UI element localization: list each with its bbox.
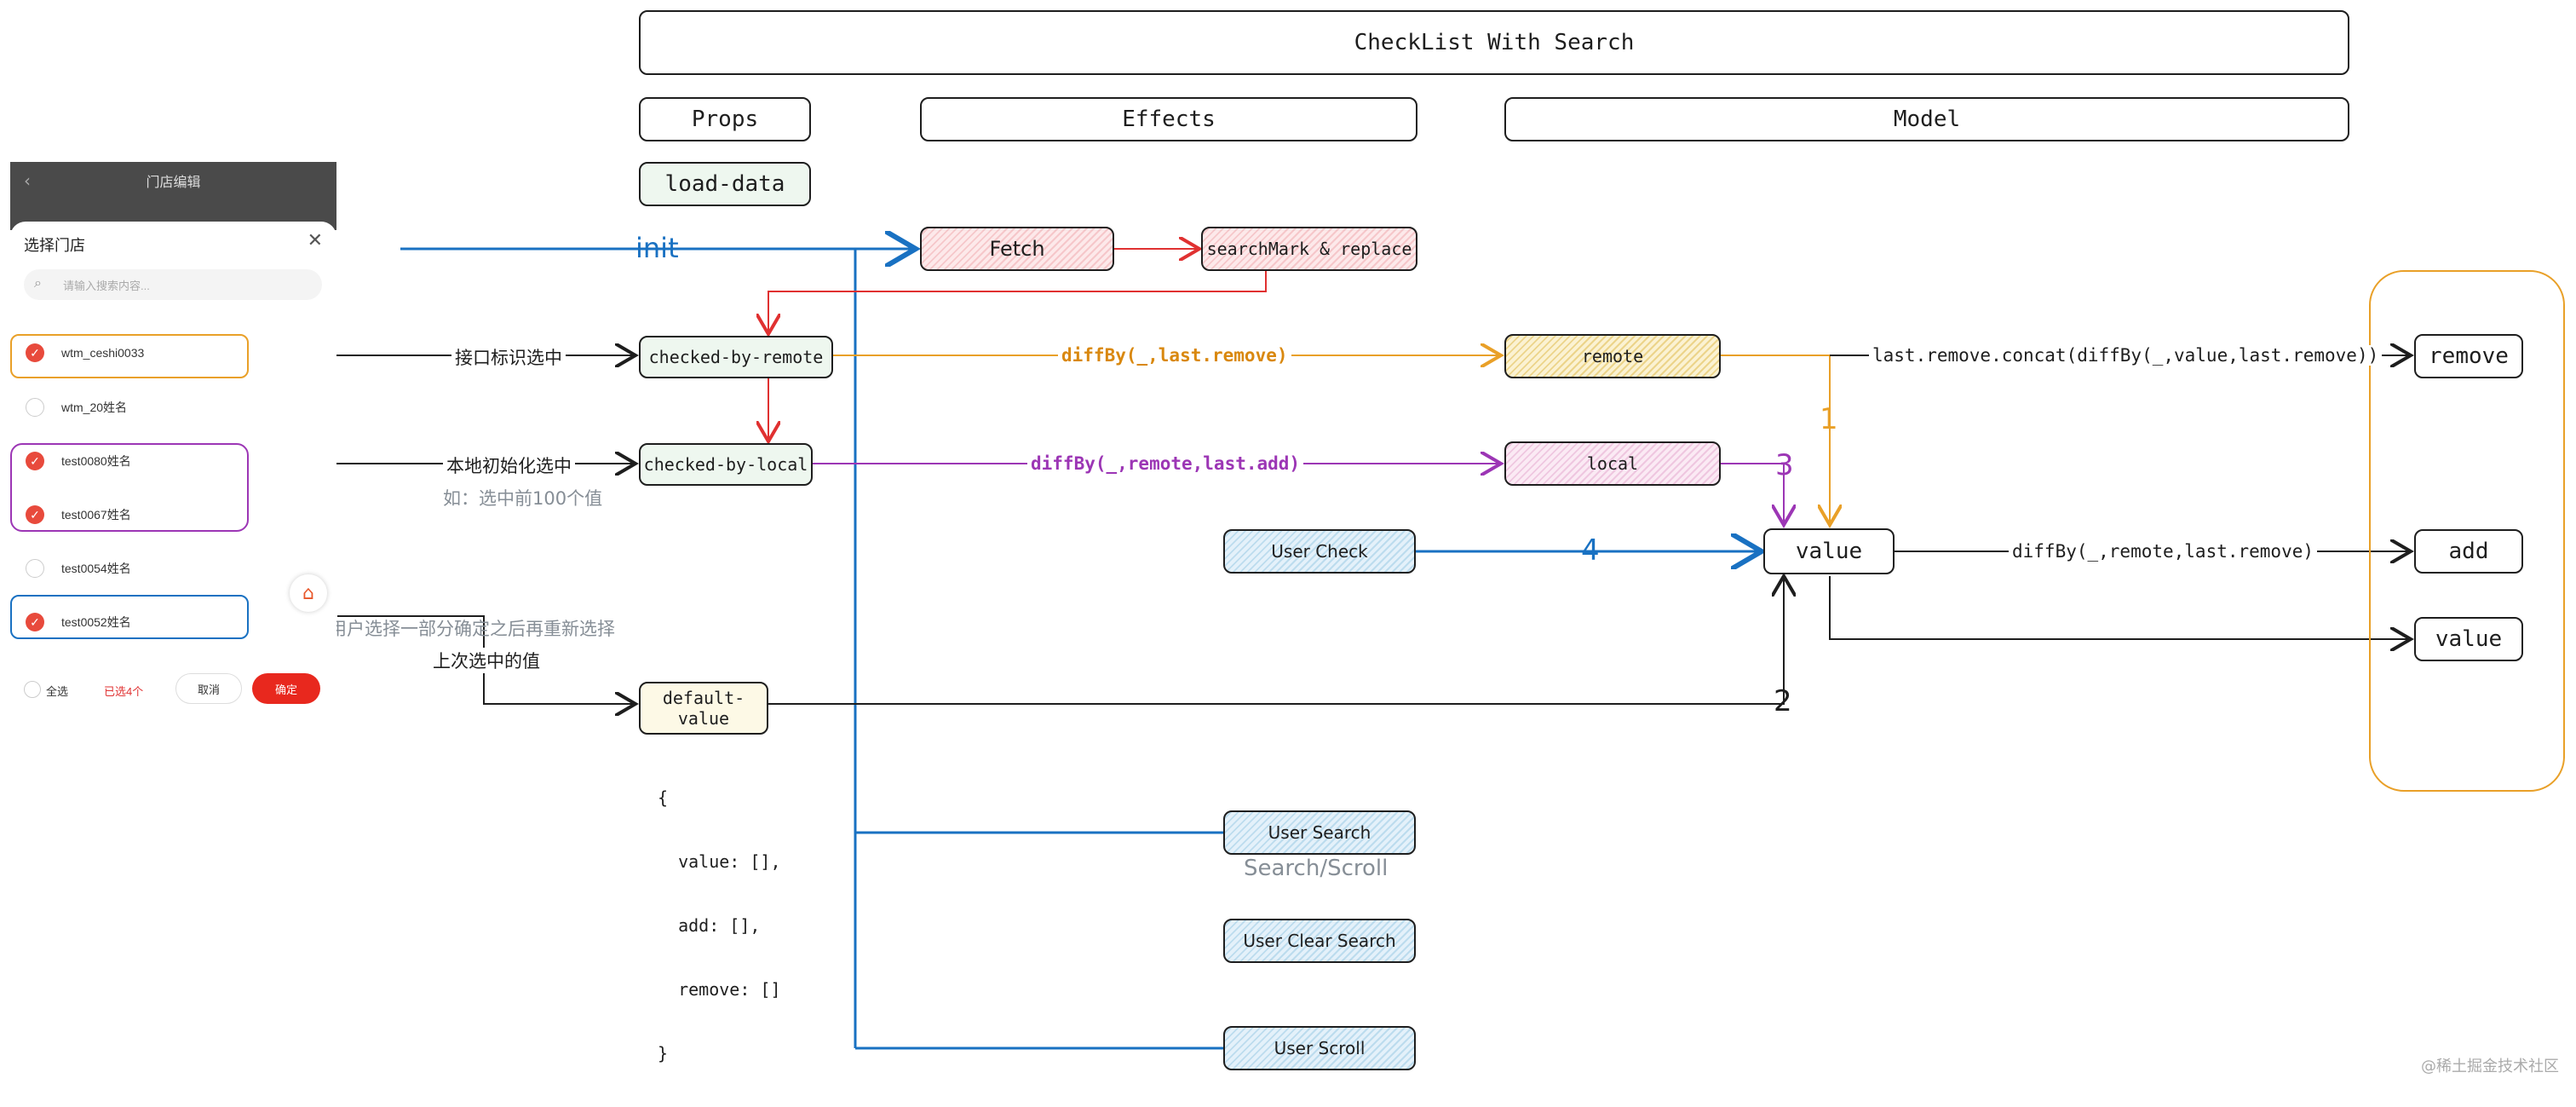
diff-add-label: diffBy(_,remote,last.remove) (2009, 541, 2318, 562)
search-mark-replace-node: searchMark & replace (1201, 227, 1417, 271)
checkbox-unchecked-icon[interactable] (26, 559, 44, 578)
checkbox-unchecked-icon[interactable] (26, 398, 44, 417)
checkbox-checked-icon[interactable]: ✓ (26, 613, 44, 631)
search-icon: ⌕ (34, 274, 42, 291)
remove-concat-label: last.remove.concat(diffBy(_,value,last.r… (1869, 345, 2383, 366)
default-value-node: default- value (639, 682, 768, 735)
list-item[interactable]: ✓ test0080姓名 (10, 440, 249, 482)
props-header: Props (639, 97, 811, 141)
search-scroll-label: Search/Scroll (1244, 856, 1389, 881)
step-3-marker: 3 (1775, 448, 1794, 482)
list-item-label: wtm_20姓名 (61, 401, 128, 414)
default-to-value-arrow (768, 576, 1784, 705)
mockup-header-title: 门店编辑 (146, 176, 201, 190)
output-remove: remove (2414, 334, 2523, 378)
back-icon[interactable]: ‹ (24, 170, 31, 191)
model-header: Model (1504, 97, 2349, 141)
user-scroll-node: User Scroll (1223, 1026, 1416, 1070)
checkbox-checked-icon[interactable]: ✓ (26, 343, 44, 362)
list-item[interactable]: test0054姓名 (10, 547, 249, 590)
api-mark-label: 接口标识选中 (451, 344, 566, 370)
list-item-label: test0067姓名 (61, 508, 131, 522)
mockup-header: ‹ 门店编辑 (10, 162, 336, 230)
user-clear-search-node: User Clear Search (1223, 919, 1416, 963)
store-picker-mockup: ‹ 门店编辑 选择门店 ✕ ⌕ 请输入搜索内容... (10, 162, 336, 724)
list-item[interactable]: ✓ test0052姓名 (10, 601, 249, 643)
close-icon[interactable]: ✕ (307, 230, 323, 251)
selected-count: 已选4个 (104, 685, 144, 698)
search-to-remote-arrow (768, 271, 1267, 334)
last-selected-label: 上次选中的值 (429, 648, 543, 673)
user-check-node: User Check (1223, 529, 1416, 574)
search-input[interactable]: ⌕ 请输入搜索内容... (24, 269, 322, 300)
local-to-value-arrow (1721, 463, 1784, 525)
value-out-arrow (1829, 576, 2411, 639)
code-line: { (658, 787, 669, 808)
mockup-sheet: 选择门店 ✕ ⌕ 请输入搜索内容... (10, 222, 336, 724)
select-all-checkbox[interactable] (24, 681, 41, 698)
effects-header: Effects (920, 97, 1417, 141)
local-node: local (1504, 441, 1721, 486)
confirm-button[interactable]: 确定 (252, 673, 320, 704)
local-init-example: 如：选中前100个值 (443, 488, 603, 509)
home-icon[interactable]: ⌂ (290, 574, 327, 612)
checkbox-checked-icon[interactable]: ✓ (26, 452, 44, 470)
list-item[interactable]: ✓ wtm_ceshi0033 (10, 332, 249, 374)
cancel-button[interactable]: 取消 (175, 673, 242, 704)
list-item-label: test0052姓名 (61, 615, 131, 629)
checked-by-local-node: checked-by-local (639, 443, 813, 486)
code-line: value: [], (658, 851, 781, 872)
remote-node: remote (1504, 334, 1721, 378)
select-all-label: 全选 (46, 685, 69, 698)
diff-remote-label: diffBy(_,last.remove) (1058, 345, 1291, 366)
last-group-outline (10, 595, 249, 639)
value-node: value (1763, 528, 1895, 574)
user-search-node: User Search (1223, 810, 1416, 855)
default-value-code: { value: [], add: [], remove: [] } (658, 745, 781, 1107)
list-item-label: test0054姓名 (61, 562, 131, 575)
local-init-label: 本地初始化选中 (443, 453, 575, 478)
step-1-marker: 1 (1820, 402, 1838, 436)
list-item[interactable]: ✓ test0067姓名 (10, 493, 249, 536)
user-partial-label: 如：用户选择一部分确定之后再重新选择 (293, 619, 615, 639)
checkbox-checked-icon[interactable]: ✓ (26, 505, 44, 524)
step-2-marker: 2 (1774, 684, 1792, 718)
local-group-outline (10, 443, 249, 532)
output-value: value (2414, 617, 2523, 661)
code-line: add: [], (658, 915, 761, 936)
load-data-node: load-data (639, 162, 811, 206)
watermark: @稀土掘金技术社区 (2421, 1058, 2559, 1075)
search-placeholder: 请输入搜索内容... (63, 280, 150, 292)
checked-by-remote-node: checked-by-remote (639, 336, 833, 378)
code-line: } (658, 1043, 669, 1064)
fetch-node: Fetch (920, 227, 1114, 271)
init-label: init (635, 232, 679, 264)
list-item-label: wtm_ceshi0033 (61, 346, 145, 360)
architecture-diagram: CheckList With Search Props Effects Mode… (10, 10, 2565, 1075)
output-add: add (2414, 529, 2523, 574)
remote-group-outline (10, 334, 249, 378)
diagram-title: CheckList With Search (639, 10, 2349, 75)
list-item-label: test0080姓名 (61, 454, 131, 468)
step-4-marker: 4 (1581, 533, 1600, 568)
diff-local-label: diffBy(_,remote,last.add) (1027, 453, 1304, 474)
sheet-title: 选择门店 (24, 237, 85, 254)
list-item[interactable]: wtm_20姓名 (10, 386, 249, 429)
output-container (2369, 270, 2565, 792)
code-line: remove: [] (658, 979, 781, 1000)
